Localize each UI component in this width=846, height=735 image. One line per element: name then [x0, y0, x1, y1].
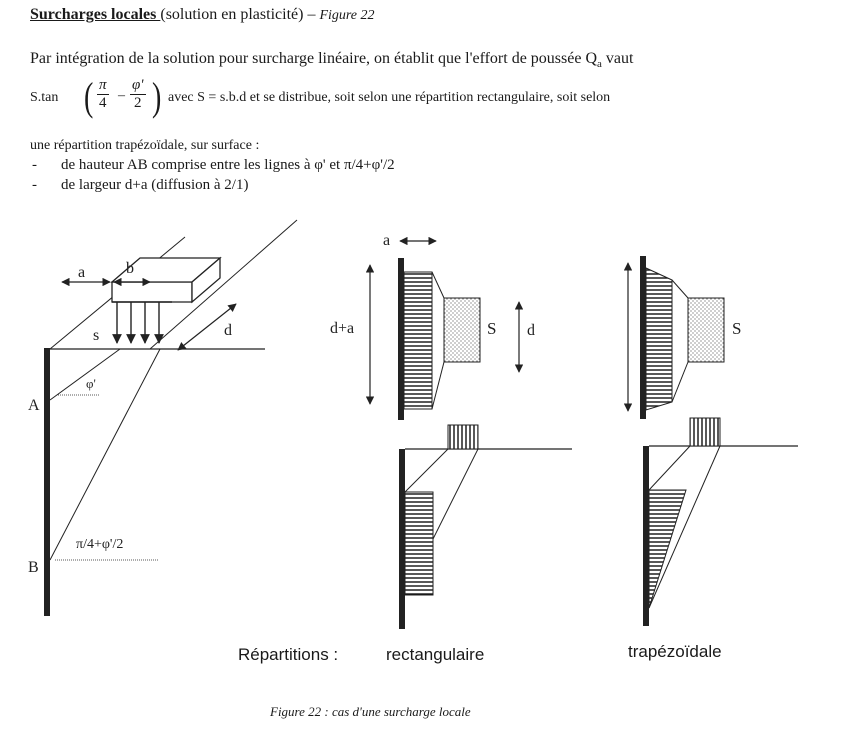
label-d2: d — [527, 322, 535, 339]
rect-label: rectangulaire — [386, 645, 485, 664]
bullet-1: -de hauteur AB comprise entre les lignes… — [32, 157, 395, 173]
paragraph-line-2: avec S = s.b.d et se distribue, soit sel… — [168, 90, 611, 105]
title-bold: Surcharges locales — [30, 6, 161, 23]
fraction-phi-2: φ'2 — [130, 77, 146, 111]
figure-caption: Figure 22 : cas d'une surcharge locale — [270, 704, 471, 719]
label-S2: S — [732, 319, 741, 338]
formula-prefix: S.tan — [30, 90, 59, 105]
title-figure-ref: Figure 22 — [319, 8, 375, 23]
label-da: d+a — [330, 320, 354, 337]
wall-middle-top — [398, 258, 404, 420]
wall-left — [44, 348, 50, 616]
section-title: Surcharges locales (solution en plastici… — [30, 6, 375, 24]
paren-close: ) — [151, 74, 162, 119]
label-d: d — [224, 322, 232, 339]
label-a: a — [78, 264, 85, 281]
right-top-diagram — [623, 256, 725, 419]
label-B: B — [28, 559, 39, 576]
rect-stress-block — [403, 271, 433, 410]
repartitions-label: Répartitions : — [238, 645, 339, 664]
load-block-right — [689, 417, 721, 447]
middle-top-diagram — [365, 236, 524, 420]
load-block-middle — [447, 424, 479, 450]
label-a2: a — [383, 232, 390, 249]
paragraph-line-3: une répartition trapézoïdale, sur surfac… — [30, 138, 260, 153]
label-b: b — [126, 260, 134, 277]
right-bottom-diagram — [643, 417, 798, 626]
bullet-2: -de largeur d+a (diffusion à 2/1) — [32, 177, 249, 193]
surface-S-block-1 — [443, 297, 481, 363]
label-s: s — [93, 327, 99, 344]
label-phi: φ' — [86, 376, 96, 391]
label-A: A — [28, 397, 40, 414]
paren-open: ( — [83, 74, 94, 119]
trap-stress-block — [645, 267, 673, 411]
middle-bottom-diagram — [399, 424, 572, 629]
surface-S-block-2 — [687, 297, 725, 363]
wall-right-bottom — [643, 446, 649, 626]
trap-stress-bottom — [648, 489, 687, 609]
label-S1: S — [487, 319, 496, 338]
left-diagram — [44, 219, 298, 616]
label-angle: π/4+φ'/2 — [76, 537, 123, 552]
rect-stress-bottom — [404, 491, 434, 596]
wall-right-top — [640, 256, 646, 419]
paragraph-line-1: Par intégration de la solution pour surc… — [30, 50, 634, 71]
formula-minus: – — [118, 88, 125, 103]
title-rest: (solution en plasticité) – — [160, 6, 320, 23]
wall-middle-bottom — [399, 449, 405, 629]
trap-label: trapézoïdale — [628, 642, 722, 661]
